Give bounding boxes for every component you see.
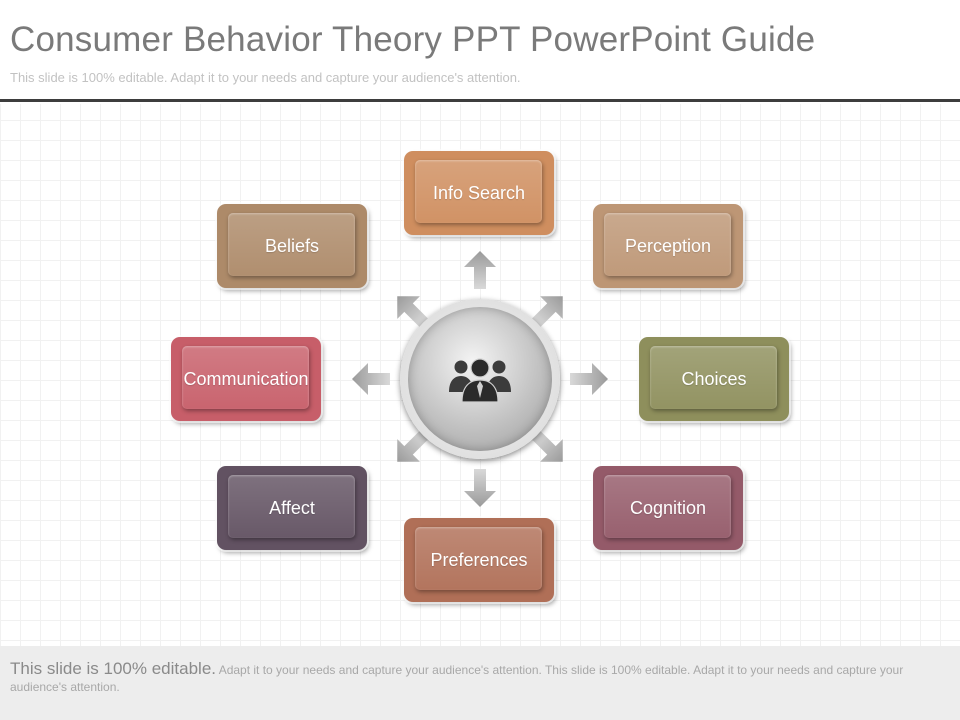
slide-subtitle: This slide is 100% editable. Adapt it to…: [10, 70, 521, 85]
arrow-down-right-icon: [531, 430, 563, 462]
node-label: Communication: [183, 368, 309, 389]
footer-text: This slide is 100% editable. Adapt it to…: [10, 660, 940, 696]
node-beliefs[interactable]: Beliefs: [217, 204, 367, 288]
node-label: Preferences: [430, 549, 528, 570]
node-inner-panel: [604, 475, 731, 538]
node-inner-panel: [182, 346, 309, 409]
header-divider: [0, 99, 960, 102]
node-label: Affect: [269, 497, 315, 518]
footer-lead: This slide is 100% editable.: [10, 659, 217, 678]
arrow-down-left-icon: [397, 430, 429, 462]
arrow-up-icon: [464, 251, 496, 289]
node-inner-panel: [415, 160, 542, 223]
node-label: Perception: [624, 235, 712, 256]
node-cognition[interactable]: Cognition: [593, 466, 743, 550]
node-affect[interactable]: Affect: [217, 466, 367, 550]
arrow-left-icon: [352, 363, 390, 395]
node-preferences[interactable]: Preferences: [404, 518, 554, 602]
node-choices[interactable]: Choices: [639, 337, 789, 421]
people-group-icon: [449, 358, 511, 403]
slide-footer: This slide is 100% editable. Adapt it to…: [0, 646, 960, 720]
node-communication[interactable]: Communication: [171, 337, 321, 421]
slide-header: Consumer Behavior Theory PPT PowerPoint …: [0, 0, 960, 104]
slide-title: Consumer Behavior Theory PPT PowerPoint …: [10, 20, 816, 59]
node-label: Choices: [681, 368, 747, 389]
footer-body: Adapt it to your needs and capture your …: [10, 663, 904, 694]
node-label: Beliefs: [264, 235, 320, 256]
node-inner-panel: [604, 213, 731, 276]
node-label: Cognition: [629, 497, 707, 518]
arrow-up-right-icon: [531, 296, 563, 328]
center-hub-inner: [408, 307, 552, 451]
node-inner-panel: [650, 346, 777, 409]
node-inner-panel: [228, 475, 355, 538]
node-perception[interactable]: Perception: [593, 204, 743, 288]
arrow-up-left-icon: [397, 296, 429, 328]
node-inner-panel: [415, 527, 542, 590]
node-inner-panel: [228, 213, 355, 276]
center-hub: [400, 299, 560, 459]
node-label: Info Search: [432, 182, 526, 203]
node-info-search[interactable]: Info Search: [404, 151, 554, 235]
arrow-down-icon: [464, 469, 496, 507]
arrow-right-icon: [570, 363, 608, 395]
